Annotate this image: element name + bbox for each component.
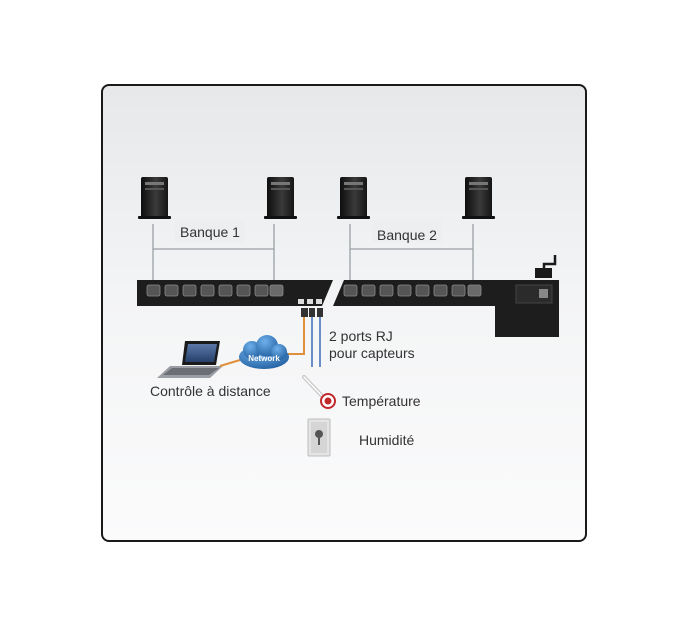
diagram-frame: Banque 1 Banque 2 — [101, 84, 587, 542]
network-cloud-icon — [239, 335, 289, 369]
outlet-icon — [451, 284, 466, 297]
bank1-connector — [152, 224, 275, 280]
outlet-icon — [467, 284, 482, 297]
power-plug-icon — [535, 268, 552, 278]
outlet-icon — [415, 284, 430, 297]
outlet-icon — [343, 284, 358, 297]
rj-connector — [309, 308, 315, 317]
outlet-icon — [236, 284, 251, 297]
outlet-icon — [433, 284, 448, 297]
rj-connector — [301, 308, 308, 317]
temperature-label: Température — [342, 393, 421, 409]
sensor-ports-label-line2: pour capteurs — [329, 345, 415, 361]
bank1-label: Banque 1 — [180, 224, 240, 240]
outlet-icon — [361, 284, 376, 297]
sensor-cable — [311, 308, 321, 367]
server-icon — [462, 177, 495, 219]
humidity-sensor-icon — [307, 418, 331, 457]
rj-ports — [298, 299, 322, 304]
bank2-label-bg — [372, 220, 442, 242]
laptop-cable — [219, 359, 241, 367]
bank2-connector — [349, 224, 474, 280]
outlet-icon — [397, 284, 412, 297]
network-cable — [286, 308, 305, 355]
outlet-icon — [200, 284, 215, 297]
outlet-icon — [218, 284, 233, 297]
pdu-control-module — [495, 306, 559, 337]
bank2-label: Banque 2 — [377, 227, 437, 243]
rj-connector — [317, 308, 323, 317]
server-icon — [337, 177, 370, 219]
pdu-diagram: Banque 1 Banque 2 — [137, 177, 559, 457]
network-label: Network — [248, 354, 280, 363]
outlet-icon — [379, 284, 394, 297]
outlet-icon — [164, 284, 179, 297]
laptop-icon — [157, 341, 223, 378]
sensor-ports-label-line1: 2 ports RJ — [329, 328, 393, 344]
outlet-icon — [254, 284, 269, 297]
bank1-label-bg — [175, 220, 245, 242]
pdu-port-icon — [539, 289, 548, 298]
outlet-icon — [182, 284, 197, 297]
server-icon — [264, 177, 297, 219]
outlet-icon — [269, 284, 284, 297]
temperature-sensor-icon — [302, 375, 336, 409]
server-icon — [138, 177, 171, 219]
outlet-group-bank1 — [146, 284, 284, 297]
remote-control-label: Contrôle à distance — [150, 383, 271, 399]
outlet-icon — [146, 284, 161, 297]
humidity-label: Humidité — [359, 432, 414, 448]
outlet-group-bank2 — [343, 284, 482, 297]
